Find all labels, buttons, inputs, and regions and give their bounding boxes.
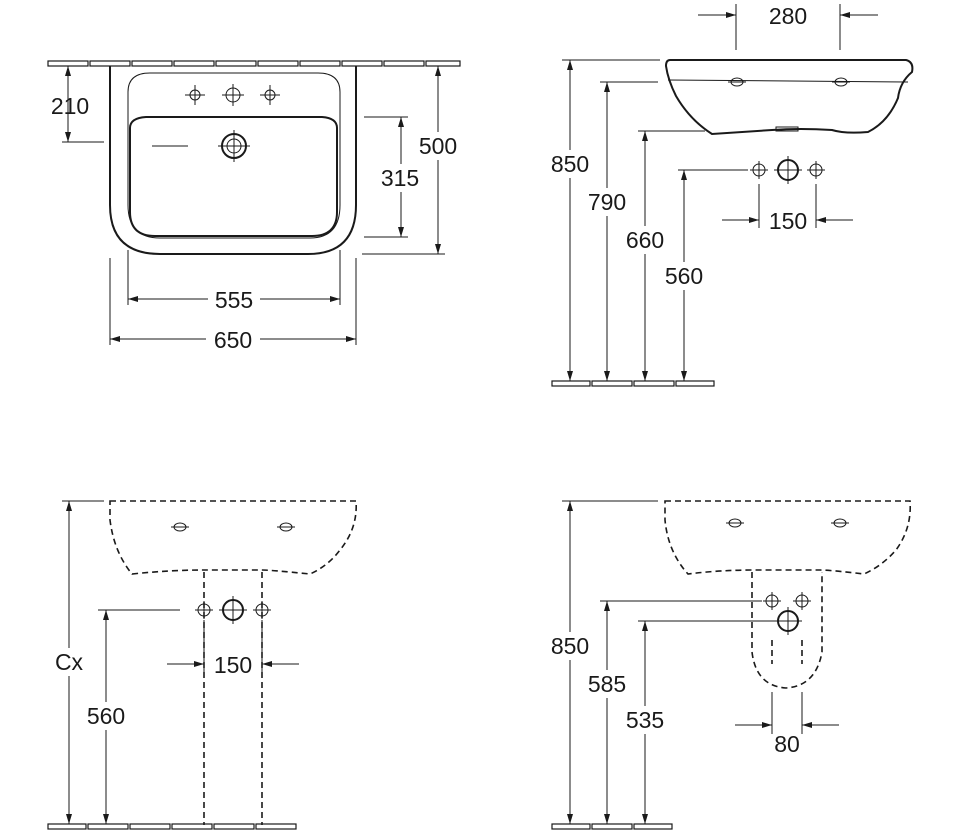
wall-mounted-view: 280 (546, 3, 914, 387)
dim-rim-height: 850 (551, 633, 589, 659)
bowl-outline-top (129, 116, 338, 237)
tap-hole-right-icon (260, 85, 280, 105)
dim-depth-to-taps: 210 (51, 93, 89, 119)
supply-right-icon (793, 592, 811, 610)
tap-hole-right-icon (277, 522, 295, 532)
dim-supply-spacing: 150 (214, 652, 252, 678)
dim-waste-supply-spacing: 150 (769, 208, 807, 234)
dim-bottom-height: 660 (626, 227, 664, 253)
waste-pipe-icon (774, 607, 802, 635)
wall-hatch-top (47, 60, 461, 67)
tap-hole-left-icon (728, 77, 746, 87)
dim-supply-height: 585 (588, 671, 626, 697)
tap-hole-left-icon (171, 522, 189, 532)
dim-height-variable: Cx (55, 649, 84, 675)
tap-hole-center-icon (222, 84, 244, 106)
tap-hole-right-icon (832, 77, 850, 87)
tap-hole-right-icon (831, 518, 849, 528)
supply-left-icon (195, 601, 213, 619)
floor-hatch-pedestal (47, 823, 297, 830)
dim-overall-depth: 500 (419, 133, 457, 159)
supply-right-icon (807, 161, 825, 179)
dim-waste-height: 535 (626, 707, 664, 733)
floor-hatch-semi-pedestal (551, 823, 673, 830)
dim-bowl-depth: 315 (381, 165, 419, 191)
tap-hole-left-icon (185, 85, 205, 105)
dim-waste-height: 560 (87, 703, 125, 729)
waste-pipe-icon (774, 156, 802, 184)
basin-outline-pedestal (109, 500, 357, 575)
dim-rim-height: 850 (551, 151, 589, 177)
supply-left-icon (763, 592, 781, 610)
supply-left-icon (750, 161, 768, 179)
tap-hole-left-icon (726, 518, 744, 528)
dim-waste-height: 560 (665, 263, 703, 289)
dim-waste-spacing: 80 (774, 731, 800, 757)
dim-underside-height: 790 (588, 189, 626, 215)
basin-outline-semi-pedestal (664, 500, 912, 575)
semi-pedestal-outline (751, 572, 823, 689)
pedestal-view: 150 Cx 560 (47, 500, 357, 830)
supply-right-icon (253, 601, 271, 619)
dim-bowl-width: 555 (215, 287, 253, 313)
floor-hatch-wall-mounted (551, 380, 715, 387)
semi-pedestal-view: 80 850 585 535 (546, 500, 912, 830)
dim-tap-hole-spacing: 280 (769, 3, 807, 29)
basin-outline-top (109, 66, 357, 255)
dim-overall-width: 650 (214, 327, 252, 353)
basin-front-outline (664, 59, 914, 136)
top-view: 210 315 500 555 650 (47, 60, 462, 353)
waste-pipe-icon (219, 596, 247, 624)
waste-outlet-icon (218, 130, 250, 162)
